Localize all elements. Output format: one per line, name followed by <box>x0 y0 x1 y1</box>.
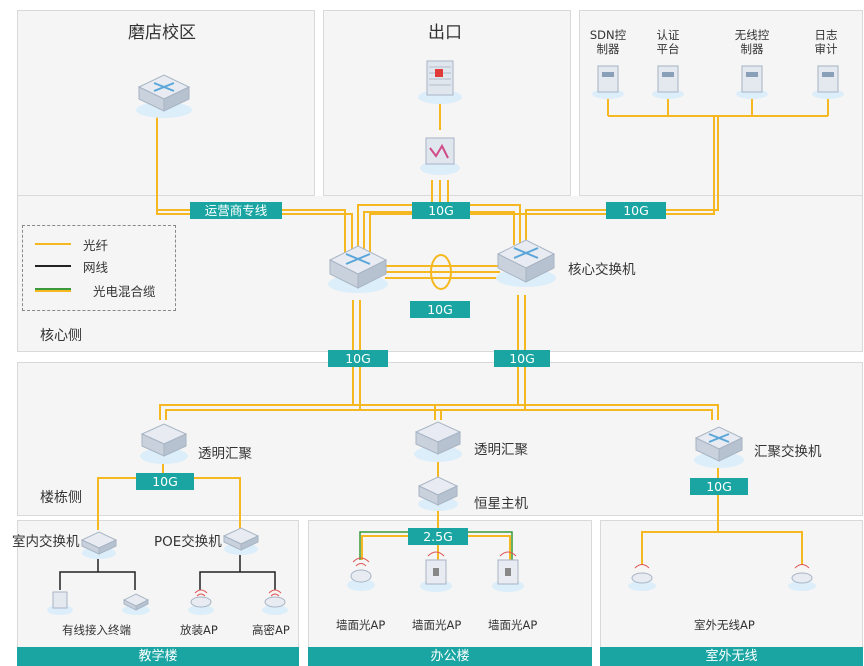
indoor-switch-icon <box>80 531 118 559</box>
carrier-line-tag: 运营商专线 <box>190 202 282 219</box>
poe-switch-label: POE交换机 <box>154 534 222 550</box>
wall-ap-3-label: 墙面光AP <box>488 618 538 632</box>
legend-hybrid-label: 光电混合缆 <box>93 284 156 299</box>
core-side-panel <box>17 196 863 352</box>
ap-dense-icon <box>262 589 288 615</box>
ap-placed-label: 放装AP <box>180 623 218 637</box>
transparent-agg-1-label: 透明汇聚 <box>198 446 252 462</box>
outdoor-ap-1-icon <box>628 564 656 591</box>
legend: 光纤 网线 光电混合缆 <box>22 225 176 311</box>
legend-cable-label: 网线 <box>83 260 109 275</box>
campus-title: 磨店校区 <box>128 23 196 43</box>
hengxing-host-icon <box>417 476 459 511</box>
wired-terminal-2-icon <box>122 593 150 615</box>
hengxing-host-label: 恒星主机 <box>474 496 528 512</box>
right-agg-10g-tag: 10G <box>690 478 748 495</box>
outdoor-ap-label: 室外无线AP <box>694 618 755 632</box>
outdoor-footer: 室外无线 <box>600 647 863 666</box>
legend-cable-swatch <box>35 265 71 267</box>
ap-placed-icon <box>188 589 214 615</box>
wall-ap-3-icon <box>492 551 524 592</box>
exit-10g-tag: 10G <box>412 202 470 219</box>
firewall-icon <box>418 60 462 104</box>
core-pair-10g-tag: 10G <box>410 301 470 318</box>
left-agg-10g-tag: 10G <box>136 473 194 490</box>
wall-ap-1-icon <box>347 557 375 591</box>
legend-fiber-label: 光纤 <box>83 238 109 253</box>
transparent-agg-2-icon <box>414 421 462 462</box>
transparent-agg-2-label: 透明汇聚 <box>474 442 528 458</box>
agg-switch-label: 汇聚交换机 <box>754 444 822 460</box>
core-switch-left-icon <box>328 245 388 293</box>
right-10g-tag: 10G <box>606 202 666 219</box>
building-side-label: 楼栋侧 <box>40 490 82 506</box>
log-audit-label: 日志 审计 <box>814 28 838 56</box>
ap-dense-label: 高密AP <box>252 623 290 637</box>
auth-platform-icon <box>652 65 684 99</box>
wall-ap-2-icon <box>420 551 452 592</box>
exit-title: 出口 <box>428 23 462 43</box>
outdoor-ap-2-icon <box>788 564 816 591</box>
campus-switch-icon <box>136 74 192 118</box>
core-right-10g-tag: 10G <box>494 350 550 367</box>
agg-switch-icon <box>694 426 744 468</box>
wireless-controller-icon <box>736 65 768 99</box>
auth-platform-label: 认证 平台 <box>656 28 680 56</box>
sdn-controller-label: SDN控 制器 <box>589 28 627 56</box>
office-footer: 办公楼 <box>308 647 592 666</box>
teaching-footer: 教学楼 <box>17 647 299 666</box>
indoor-switch-label: 室内交换机 <box>12 534 80 550</box>
legend-hybrid-swatch <box>35 288 71 292</box>
wall-ap-2-label: 墙面光AP <box>412 618 462 632</box>
sdn-controller-icon <box>592 65 624 99</box>
legend-fiber-swatch <box>35 243 71 245</box>
core-switch-right-icon <box>496 239 556 287</box>
transparent-agg-1-icon <box>140 423 188 464</box>
wireless-controller-label: 无线控 制器 <box>734 28 770 56</box>
core-left-10g-tag: 10G <box>328 350 388 367</box>
wall-ap-1-label: 墙面光AP <box>336 618 386 632</box>
poe-switch-icon <box>222 527 260 555</box>
2-5g-tag: 2.5G <box>408 528 468 545</box>
services-panel <box>579 10 863 196</box>
wired-terminal-1-icon <box>47 591 73 615</box>
log-audit-icon <box>812 65 844 99</box>
gateway-icon <box>420 137 460 175</box>
core-side-label: 核心侧 <box>40 328 82 344</box>
wired-terminal-label: 有线接入终端 <box>62 623 131 637</box>
core-switch-label: 核心交换机 <box>568 262 636 278</box>
